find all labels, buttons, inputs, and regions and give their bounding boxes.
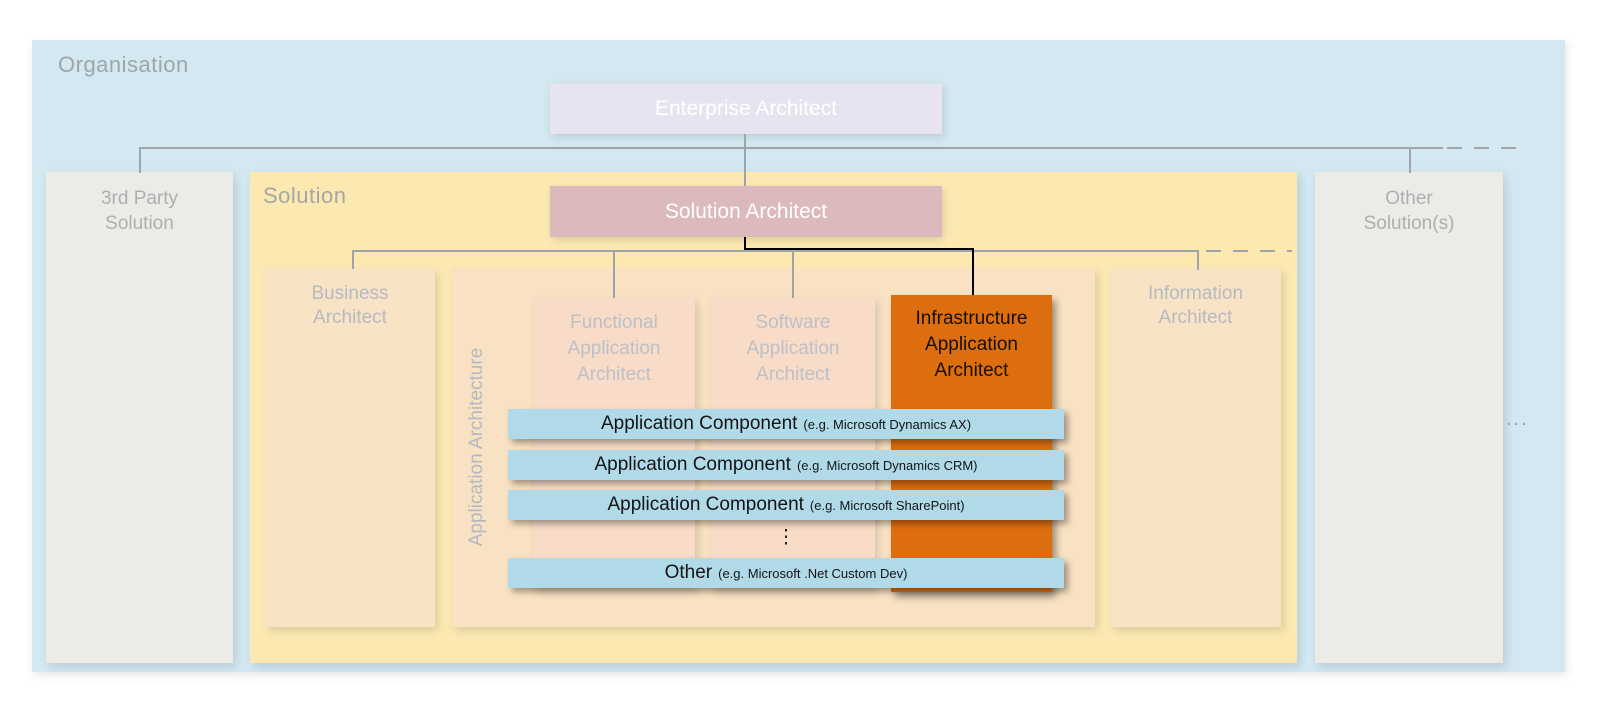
connector-top-horizontal: [140, 147, 1443, 149]
connector-top-dashed: [1447, 147, 1525, 149]
connector-black-stub: [744, 237, 746, 250]
connector-top-drop-other-solutions: [1409, 147, 1411, 173]
application-component-bar: Application Component (e.g. Microsoft Sh…: [508, 490, 1064, 520]
application-architecture-label: Application Architecture: [466, 347, 487, 547]
connector-top-drop-third-party: [139, 147, 141, 173]
functional-application-architect-box: Functional Application Architect: [533, 298, 695, 588]
application-component-label: Application Component: [594, 454, 791, 475]
connector-drop-software-architect: [792, 250, 794, 298]
application-component-bar: Application Component (e.g. Microsoft Dy…: [508, 450, 1064, 480]
information-architect-box: Information Architect: [1110, 268, 1281, 627]
infrastructure-application-architect-box: Infrastructure Application Architect: [891, 295, 1052, 592]
application-component-example: (e.g. Microsoft Dynamics CRM): [796, 458, 978, 473]
connector-black-horizontal: [744, 248, 974, 250]
software-application-architect-box: Software Application Architect: [711, 298, 875, 588]
connector-black-drop-infrastructure: [972, 248, 974, 296]
other-component-label: Other: [664, 562, 713, 583]
more-solutions-ellipsis: ...: [1506, 408, 1529, 430]
connector-mid-dashed: [1206, 250, 1292, 252]
application-component-bar: Application Component (e.g. Microsoft Dy…: [508, 409, 1064, 439]
other-solutions-box: Other Solution(s): [1315, 172, 1503, 663]
connector-drop-functional-architect: [613, 250, 615, 298]
more-components-ellipsis: ⋮: [776, 527, 796, 548]
application-component-example: (e.g. Microsoft Dynamics AX): [803, 417, 972, 432]
other-component-example: (e.g. Microsoft .Net Custom Dev): [718, 566, 908, 581]
enterprise-architect-box: Enterprise Architect: [550, 84, 942, 134]
application-component-label: Application Component: [600, 413, 798, 434]
other-component-bar: Other (e.g. Microsoft .Net Custom Dev): [508, 558, 1064, 588]
connector-enterprise-to-solution-architect: [744, 134, 746, 186]
solution-architect-box: Solution Architect: [550, 186, 942, 237]
solution-label: Solution: [263, 183, 347, 208]
application-component-label: Application Component: [607, 494, 804, 515]
application-component-example: (e.g. Microsoft SharePoint): [809, 498, 965, 513]
business-architect-box: Business Architect: [265, 268, 435, 627]
connector-mid-horizontal: [353, 250, 1199, 252]
third-party-solution-box: 3rd Party Solution: [46, 172, 233, 663]
connector-drop-information-architect: [1197, 250, 1199, 270]
organisation-label: Organisation: [58, 52, 189, 77]
connector-drop-business-architect: [352, 250, 354, 269]
